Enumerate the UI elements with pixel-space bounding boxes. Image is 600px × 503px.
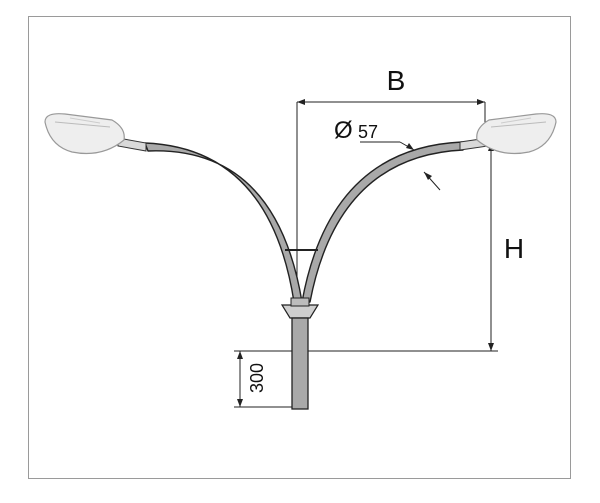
label-b: B [387,65,406,96]
left-arm [144,142,303,303]
drawing-frame [28,16,571,479]
right-luminaire [476,113,557,155]
label-300: 300 [247,363,267,393]
left-luminaire [44,113,125,155]
diameter-callout: Ø 57 [334,117,441,191]
right-arm [301,141,464,303]
pole-collar [280,304,320,319]
dimension-b: B [296,65,486,298]
label-h: H [504,233,524,264]
diameter-symbol: Ø [334,117,353,144]
diameter-value: 57 [358,122,378,142]
dimension-h: H [300,143,524,352]
collar-band [290,297,310,307]
pole [291,317,309,410]
dimension-300: 300 [234,350,292,408]
